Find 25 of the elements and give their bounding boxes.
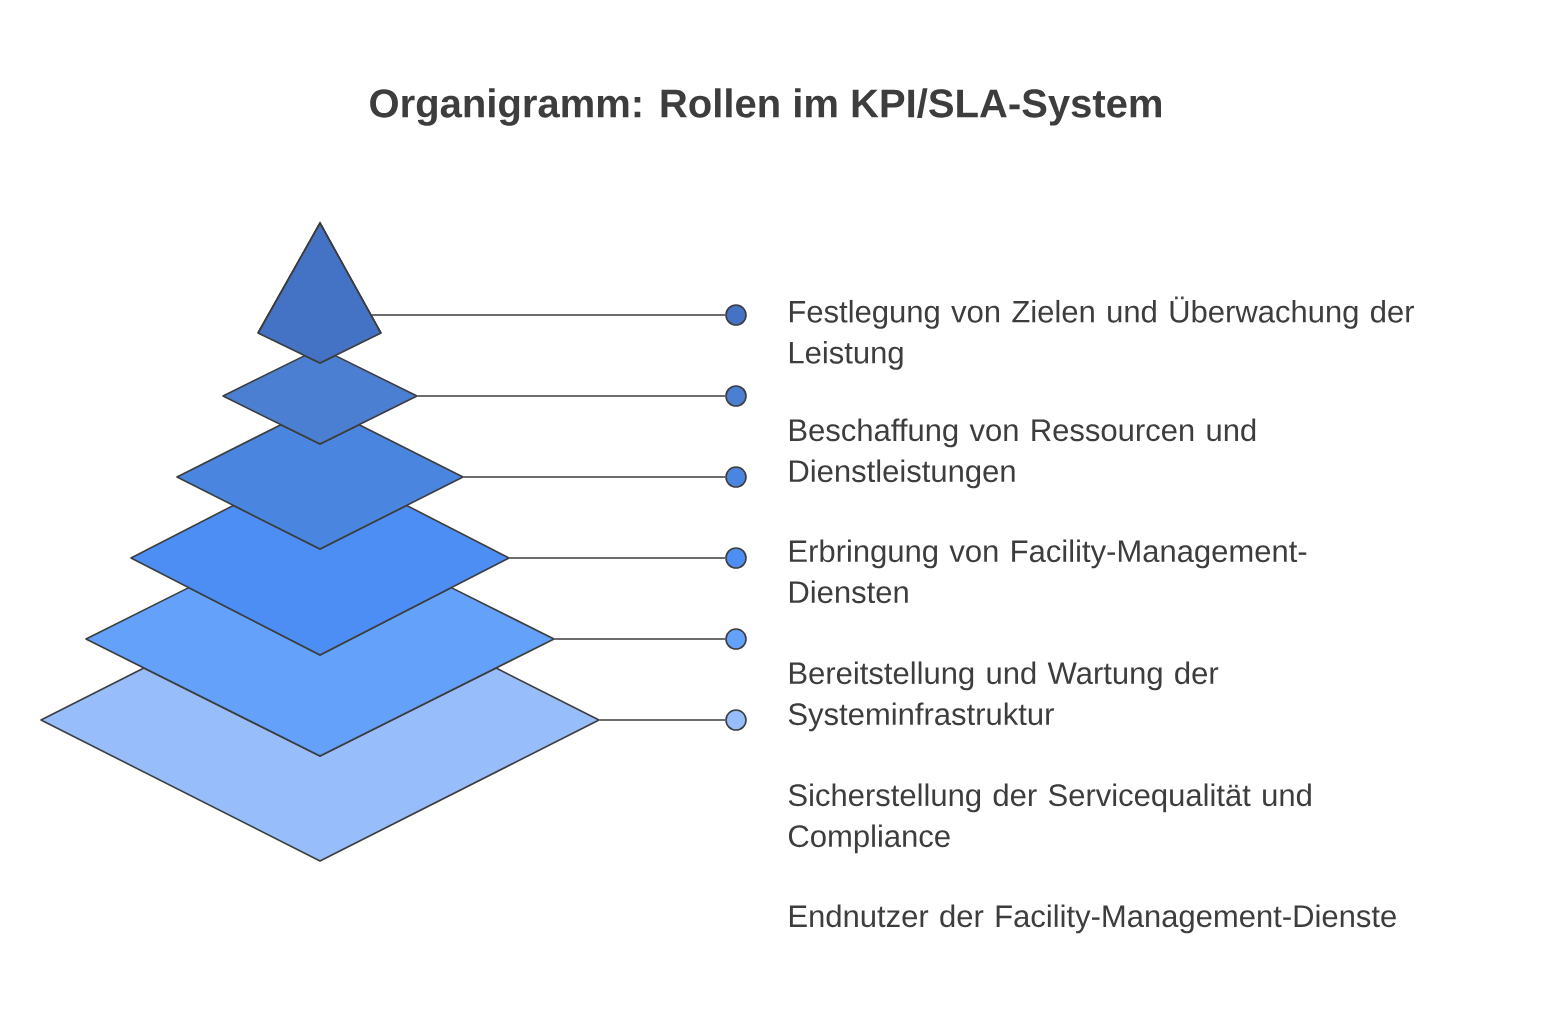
pyramid-layer	[176, 423, 464, 550]
pyramid-layer	[40, 667, 600, 862]
pyramid-layer	[130, 504, 510, 656]
role-description: Erbringung von Facility-Management-Diensten	[789, 539, 1307, 604]
dot	[725, 466, 747, 488]
role-description: Bereitstellung und Wartung der Systeminfrastruktur	[788, 661, 1219, 732]
dot	[725, 385, 747, 407]
leader-line	[508, 557, 726, 559]
role-description: Beschaffung von Ressourcen und Dienstleistungen	[789, 418, 1256, 489]
leader-line	[598, 719, 726, 721]
leader-line	[370, 314, 726, 316]
leader-line	[416, 395, 726, 397]
pyramid-layer	[222, 354, 418, 445]
dot	[725, 304, 747, 326]
leader-line	[553, 638, 726, 640]
role-description: Endnutzer der Facility-Management-Dienste	[789, 904, 1396, 934]
pyramid-layer	[85, 586, 555, 757]
dot	[725, 709, 747, 731]
pyramid-layer	[257, 221, 382, 364]
role-description: Festlegung von Zielen und Überwachung der Leistung	[789, 296, 1415, 370]
leader-line	[462, 476, 726, 478]
dot	[725, 628, 747, 650]
role-description: Sicherstellung der Servicequalität und Compliance	[788, 783, 1311, 854]
dot	[725, 547, 747, 569]
title: Organigramm: Rollen im KPI/SLA-System	[370, 88, 1161, 126]
